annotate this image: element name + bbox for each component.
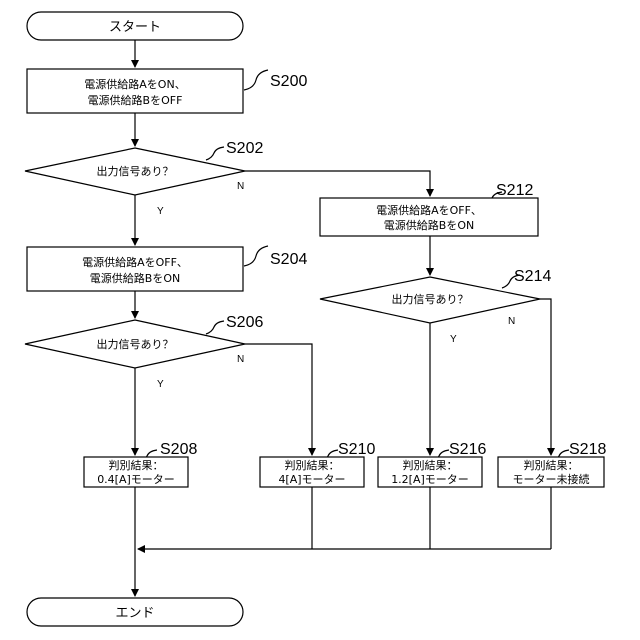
process-s200: 電源供給路AをON、 電源供給路BをOFF S200: [27, 69, 307, 113]
s202-text: 出力信号あり？: [97, 164, 174, 178]
s218-line1: 判別結果：: [524, 458, 579, 472]
result-s208: 判別結果： 0.4[A]モーター S208: [84, 441, 197, 487]
result-s210: 判別結果： 4[A]モーター S210: [260, 441, 375, 487]
s204-line2: 電源供給路BをON: [90, 271, 180, 285]
s200-label: S200: [270, 73, 307, 90]
s212-line2: 電源供給路BをON: [384, 218, 474, 232]
result-s216: 判別結果： 1.2[A]モーター S216: [378, 441, 486, 487]
s210-line2: 4[A]モーター: [278, 473, 345, 486]
s210-line1: 判別結果：: [285, 458, 340, 472]
s206-text: 出力信号あり？: [97, 337, 174, 351]
end-text: エンド: [115, 606, 154, 621]
s200-line1: 電源供給路AをON、: [84, 77, 185, 91]
s206-yes: Y: [157, 379, 164, 390]
s208-line1: 判別結果：: [109, 458, 164, 472]
connectors: [135, 40, 551, 596]
s202-no: N: [237, 181, 244, 192]
s214-text: 出力信号あり？: [392, 292, 469, 306]
s218-label: S218: [569, 441, 606, 458]
s202-yes: Y: [157, 206, 164, 217]
s212-line1: 電源供給路AをOFF、: [376, 203, 482, 217]
process-s212: 電源供給路AをOFF、 電源供給路BをON S212: [320, 182, 538, 236]
decision-s214: 出力信号あり？ S214 Y N: [320, 268, 551, 345]
result-s218: 判別結果： モーター未接続 S218: [498, 441, 606, 487]
s206-no: N: [237, 354, 244, 365]
start-terminator: スタート: [27, 12, 243, 40]
s206-label: S206: [226, 314, 263, 331]
s216-line1: 判別結果：: [403, 458, 458, 472]
s216-line2: 1.2[A]モーター: [391, 473, 469, 486]
decision-s202: 出力信号あり？ S202 Y N: [25, 140, 263, 217]
process-s204: 電源供給路AをOFF、 電源供給路BをON S204: [27, 247, 307, 291]
end-terminator: エンド: [27, 598, 243, 626]
decision-s206: 出力信号あり？ S206 Y N: [25, 314, 263, 390]
s208-line2: 0.4[A]モーター: [97, 473, 175, 486]
s210-label: S210: [338, 441, 375, 458]
s216-label: S216: [449, 441, 486, 458]
s204-line1: 電源供給路AをOFF、: [82, 255, 188, 269]
s214-yes: Y: [450, 334, 457, 345]
s214-label: S214: [514, 268, 551, 285]
s218-line2: モーター未接続: [513, 472, 590, 486]
s208-label: S208: [160, 441, 197, 458]
s200-line2: 電源供給路BをOFF: [88, 93, 183, 107]
start-text: スタート: [109, 20, 161, 35]
s202-label: S202: [226, 140, 263, 157]
s204-label: S204: [270, 251, 307, 268]
s212-label: S212: [496, 182, 533, 199]
s214-no: N: [508, 316, 515, 327]
